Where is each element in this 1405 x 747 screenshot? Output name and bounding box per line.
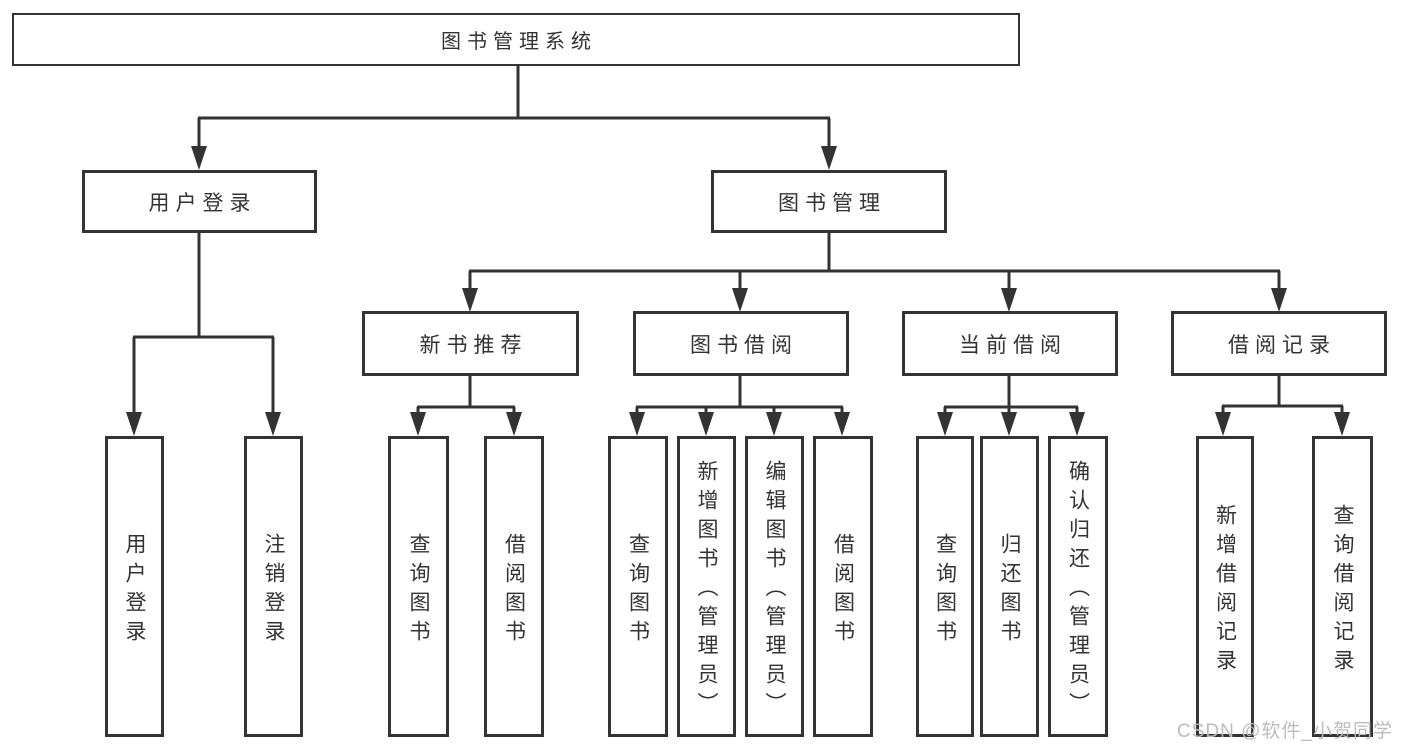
leaf-bb-add-books: 新增图书（管理员） (677, 436, 736, 737)
node-book-management: 图书管理 (711, 170, 947, 233)
leaf-cb-confirm-return: 确认归还（管理员） (1048, 436, 1108, 737)
arrow-to-book-borrow (732, 288, 748, 312)
arrow-to-leaf-bb-edit (766, 412, 782, 436)
leaf-rec-borrow-books: 借阅图书 (484, 436, 544, 737)
leaf-rec-query-books: 查询图书 (388, 436, 449, 737)
connector-bookmgmt-to-level3 (468, 232, 1281, 294)
arrow-to-leaf-rec-borrow (506, 412, 522, 436)
arrow-to-leaf-cb-return (1001, 412, 1017, 436)
arrow-to-current-borrow (1001, 288, 1017, 312)
arrow-to-leaf-br-add (1215, 412, 1231, 436)
arrow-to-leaf-user-login (126, 412, 142, 436)
arrow-to-borrow-records (1271, 288, 1287, 312)
arrow-to-leaf-cb-confirm (1069, 412, 1085, 436)
connector-root-to-level2 (197, 66, 831, 150)
arrow-to-leaf-logout (265, 412, 281, 436)
connector-userlogin-to-leaves (132, 232, 275, 418)
node-borrow-records: 借阅记录 (1171, 311, 1387, 376)
leaf-bb-query-books: 查询图书 (608, 436, 668, 737)
arrow-to-user-login (191, 146, 207, 170)
leaf-cb-query-books: 查询图书 (916, 436, 974, 737)
csdn-watermark: CSDN @软件_小贺同学 (1177, 721, 1393, 742)
arrow-to-leaf-bb-query (629, 412, 645, 436)
arrowheads (126, 146, 1350, 436)
leaf-br-add-record: 新增借阅记录 (1196, 436, 1254, 737)
leaf-cb-return-books: 归还图书 (980, 436, 1039, 737)
arrow-to-leaf-cb-query (937, 412, 953, 436)
arrow-to-leaf-br-query (1334, 412, 1350, 436)
leaf-bb-borrow-books: 借阅图书 (813, 436, 873, 737)
connector-newbookrec-to-leaves (416, 375, 516, 420)
connector-borrowrecords-to-leaves (1221, 375, 1344, 420)
arrow-to-book-mgmt (821, 146, 837, 170)
arrow-to-leaf-bb-borrow (834, 412, 850, 436)
leaf-br-query-record: 查询借阅记录 (1312, 436, 1373, 737)
node-new-book-recommend: 新书推荐 (362, 311, 579, 376)
node-current-borrow: 当前借阅 (902, 311, 1118, 376)
leaf-user-login: 用户登录 (105, 436, 164, 737)
node-book-borrow: 图书借阅 (633, 311, 849, 376)
arrow-to-new-book-rec (462, 288, 478, 312)
arrow-to-leaf-rec-query (410, 412, 426, 436)
arrow-to-leaf-bb-add (698, 412, 714, 436)
connector-bookborrow-to-leaves (635, 375, 844, 420)
node-library-system: 图书管理系统 (12, 13, 1020, 66)
leaf-bb-edit-books: 编辑图书（管理员） (745, 436, 804, 737)
leaf-logout: 注销登录 (244, 436, 303, 737)
node-user-login: 用户登录 (82, 170, 317, 233)
